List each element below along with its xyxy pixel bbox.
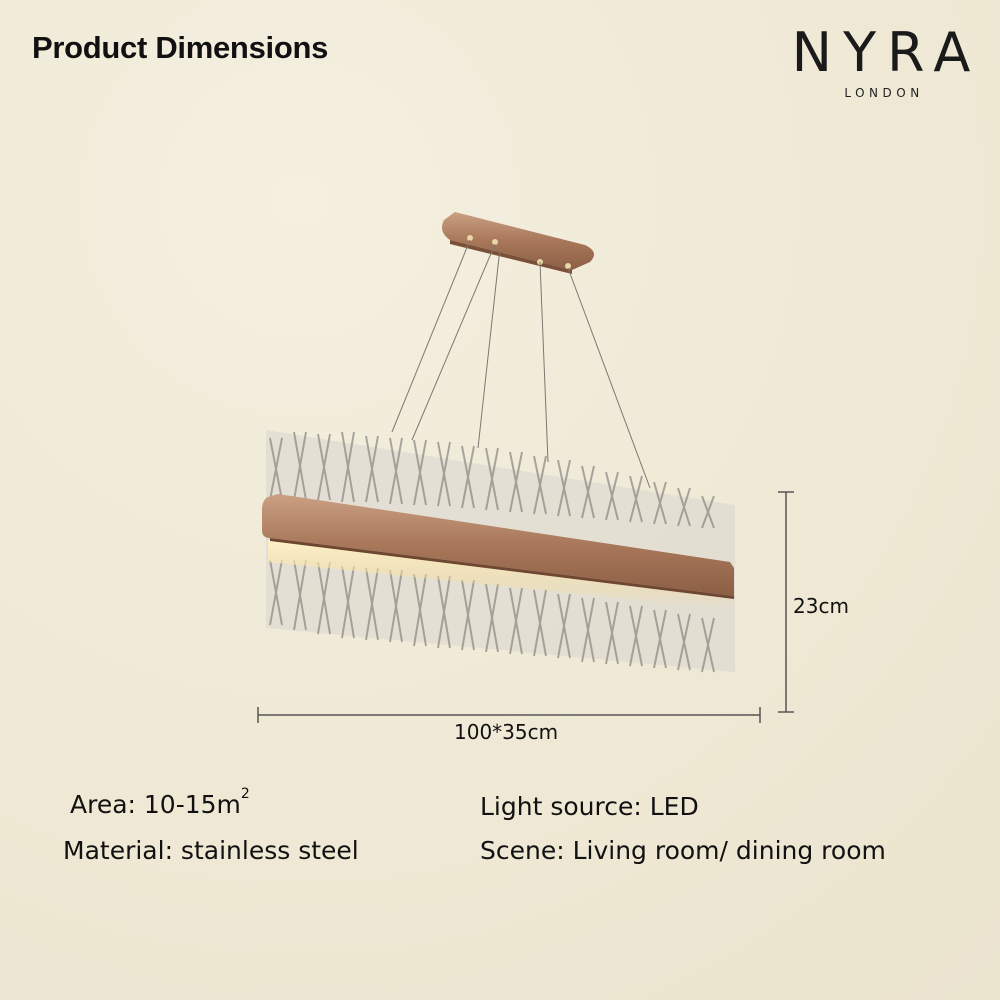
width-dimension-line (257, 707, 761, 723)
height-dimension-label: 23cm (793, 594, 849, 618)
spec-light-source: Light source: LED (480, 792, 699, 821)
brand-subtitle: LONDON (844, 86, 924, 100)
spec-area-text: Area: 10-15m (70, 790, 241, 819)
spec-area-superscript: 2 (240, 786, 250, 802)
height-dimension-line (778, 491, 794, 713)
suspension-wires (391, 239, 651, 489)
width-dimension-label: 100*35cm (454, 720, 559, 744)
spec-scene: Scene: Living room/ dining room (480, 836, 886, 865)
brand-logo: NYRA LONDON (772, 21, 990, 101)
spec-material: Material: stainless steel (63, 836, 359, 865)
metal-band (262, 494, 734, 599)
page-title: Product Dimensions (32, 30, 329, 65)
ceiling-canopy (442, 212, 594, 274)
brand-name: NYRA (791, 21, 982, 84)
spec-area: Area: 10-15m2 (70, 786, 250, 819)
